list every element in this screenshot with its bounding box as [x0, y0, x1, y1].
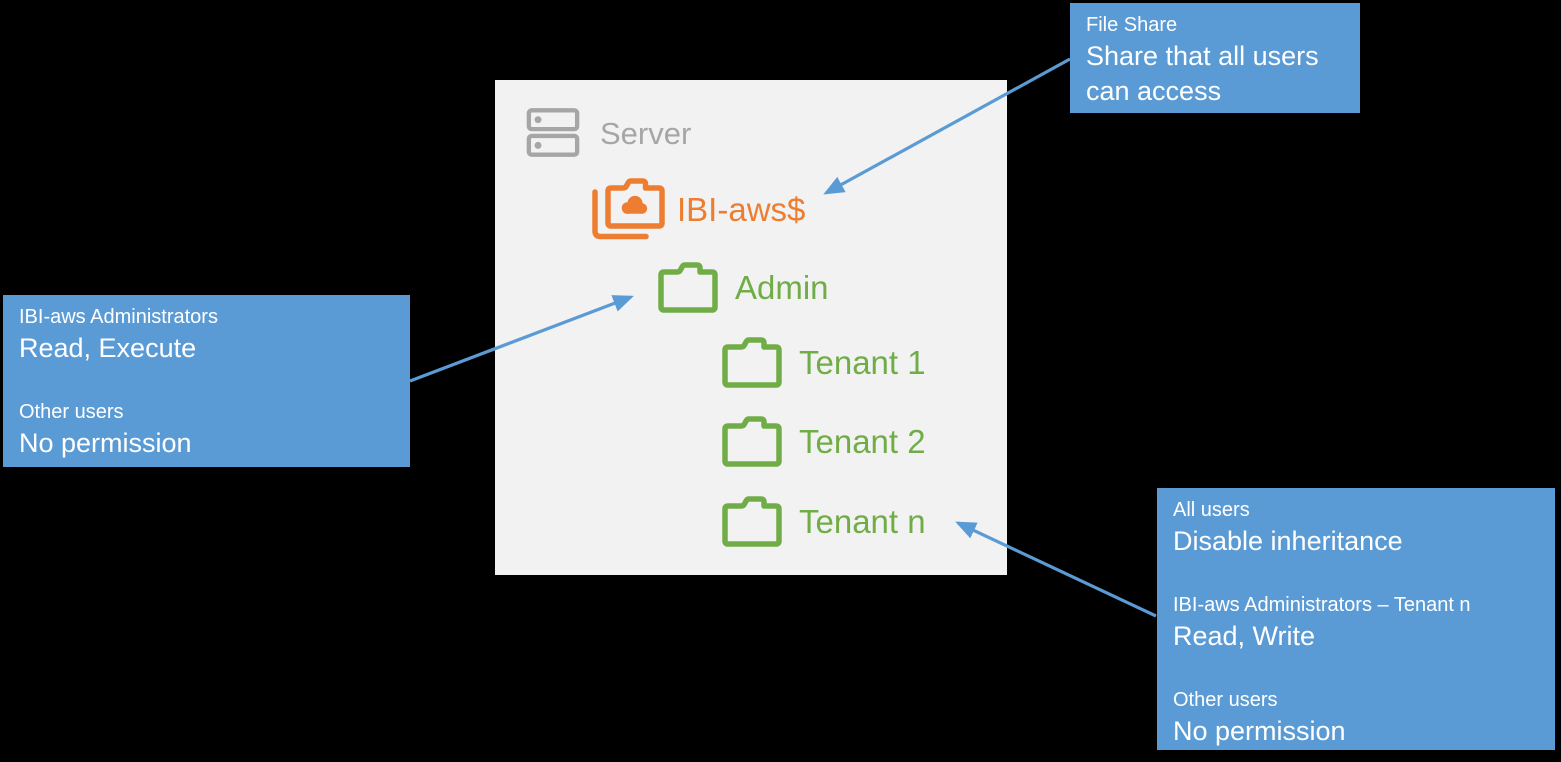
callout-tenant-n-permission-2: Read, Write — [1173, 621, 1316, 651]
callout-file-share-title: File Share — [1086, 14, 1178, 36]
callout-admin-subject-1: IBI-aws Administrators — [19, 306, 218, 328]
folder-icon — [722, 416, 782, 467]
folder-icon — [722, 337, 782, 388]
folder-icon — [658, 262, 718, 313]
tree-row-admin: Admin — [656, 261, 829, 314]
tree-row-ibi-aws: IBI-aws$ — [588, 176, 805, 242]
callout-admin-permission-2: No permission — [19, 428, 192, 458]
tenant-n-label: Tenant n — [799, 503, 926, 540]
admin-label: Admin — [735, 269, 829, 306]
tree-row-server: Server — [525, 105, 691, 161]
tree-row-tenant-2: Tenant 2 — [720, 415, 926, 468]
callout-tenant-n-permission-3: No permission — [1173, 716, 1346, 746]
spacer — [1173, 654, 1539, 687]
callout-tenant-n-subject-1: All users — [1173, 499, 1250, 521]
callout-admin-permissions: IBI-aws Administrators Read, Execute Oth… — [3, 295, 410, 467]
callout-tenant-n-subject-2: IBI-aws Administrators – Tenant n — [1173, 594, 1471, 616]
callout-tenant-n-permission-1: Disable inheritance — [1173, 526, 1403, 556]
ibi-aws-label: IBI-aws$ — [677, 190, 806, 228]
callout-file-share: File Share Share that all users can acce… — [1070, 3, 1360, 113]
tenant-1-label: Tenant 1 — [799, 344, 926, 381]
tenant-2-label: Tenant 2 — [799, 423, 926, 460]
server-panel: Server IBI-aws$ Admin — [495, 80, 1007, 575]
server-icon — [526, 108, 580, 157]
spacer — [19, 366, 394, 399]
server-label: Server — [600, 115, 692, 151]
callout-tenant-n-subject-3: Other users — [1173, 689, 1278, 711]
callout-file-share-body: Share that all users can access — [1086, 41, 1319, 106]
cloud-glyph — [621, 195, 648, 214]
tree-row-tenant-1: Tenant 1 — [720, 336, 926, 389]
shared-cloud-folder-icon — [592, 178, 665, 240]
callout-tenant-n-permissions: All users Disable inheritance IBI-aws Ad… — [1157, 488, 1555, 750]
folder-icon — [722, 496, 782, 547]
tree-row-tenant-n: Tenant n — [720, 495, 926, 548]
spacer — [1173, 559, 1539, 592]
callout-admin-subject-2: Other users — [19, 401, 124, 423]
callout-admin-permission-1: Read, Execute — [19, 333, 197, 363]
